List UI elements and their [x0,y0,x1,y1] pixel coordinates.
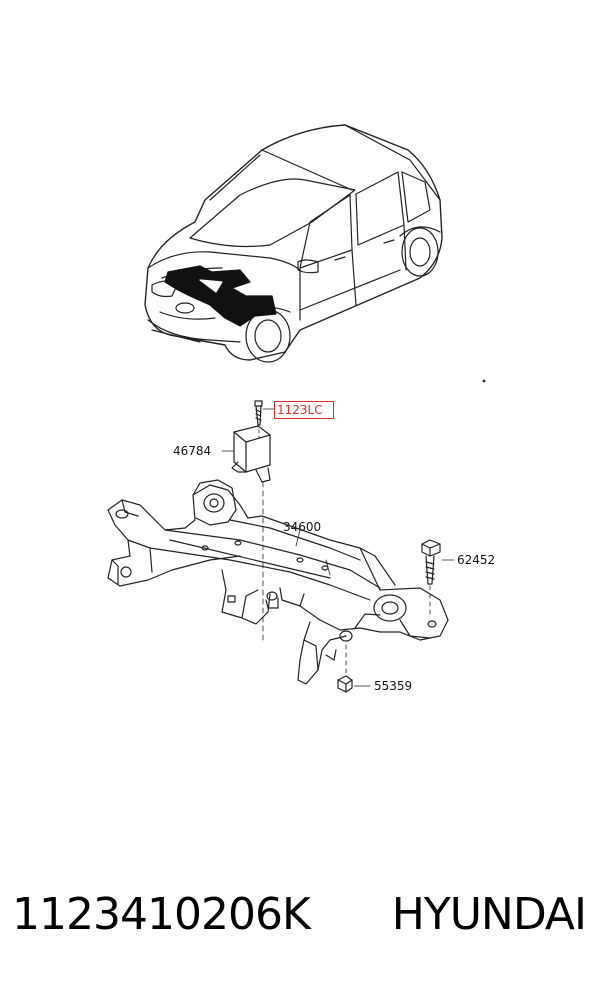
bolt-right-part [421,539,455,617]
label-bolt-top-highlighted[interactable]: 1123LC [274,401,334,419]
label-bolt-top-text: 1123LC [277,403,323,417]
caption-bar: 1123410206K HYUNDAI [0,880,600,950]
part-number: 1123410206K [12,889,311,940]
brand-name: HYUNDAI [391,889,587,940]
bracket-part [221,425,271,641]
parts-diagram [107,124,486,693]
label-bolt-right[interactable]: 62452 [457,553,496,567]
nut-part [337,644,371,693]
label-crossmember[interactable]: 34600 [283,520,322,534]
crossmember-part [107,479,449,685]
car-illustration [144,124,443,363]
stray-dot [482,379,486,383]
label-bracket[interactable]: 46784 [173,444,212,458]
label-nut[interactable]: 55359 [374,679,413,693]
bolt-top-part [254,400,275,439]
